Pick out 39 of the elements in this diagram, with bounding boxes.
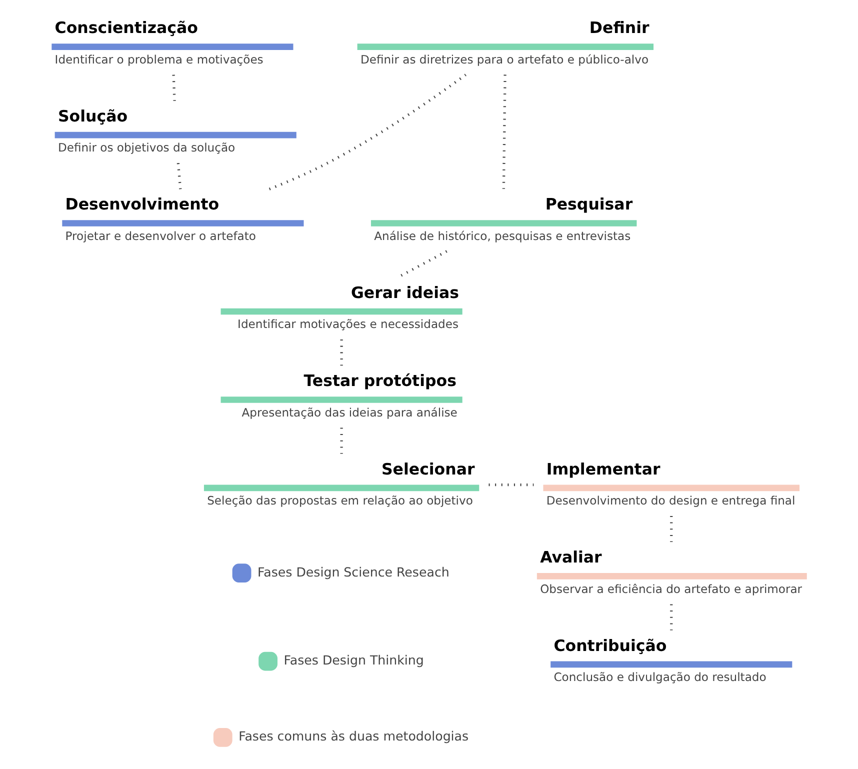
node-label: Solução — [58, 106, 128, 126]
node-box — [543, 484, 800, 492]
node-box — [220, 308, 462, 315]
node-box — [204, 484, 480, 492]
node-label: Definir as diretrizes para o artefato e público-alvo — [360, 52, 649, 66]
node-label: Testar protótipos — [304, 371, 456, 390]
node-label: Gerar ideias — [351, 282, 460, 302]
node-label: Análise de histórico, pesquisas e entrevistas — [374, 228, 631, 243]
legend-label: Fases Design Thinking — [284, 652, 424, 668]
node-label: Selecionar — [381, 459, 475, 478]
node-label: Conclusão e divulgação do resultado — [554, 670, 766, 684]
node-box — [62, 220, 304, 226]
node-label: Definir os objetivos da solução — [58, 140, 236, 155]
node-box — [54, 132, 296, 138]
node-label: Identificar motivações e necessidades — [238, 317, 458, 332]
node-label: Identificar o problema e motivações — [54, 52, 264, 66]
node-label: Conscientização — [54, 18, 198, 38]
node-label: Pesquisar — [545, 194, 633, 214]
node-box — [536, 573, 807, 580]
connector — [502, 74, 506, 189]
node-box — [220, 396, 462, 403]
node-label: Definir — [589, 18, 650, 38]
node-label: Observar a eficiência do artefato e aprimorar — [540, 582, 802, 596]
node-label: Desenvolvimento — [65, 194, 220, 214]
node-box — [550, 661, 792, 668]
connector — [176, 162, 182, 190]
legend-label: Fases comuns às duas metodologias — [238, 728, 469, 744]
connector — [268, 74, 466, 190]
node-label: Projetar e desenvolver o artefato — [65, 228, 256, 243]
node-box — [370, 220, 637, 226]
legend-label: Fases Design Science Reseach — [258, 564, 450, 580]
node-box — [52, 44, 294, 50]
node-label: Implementar — [546, 459, 660, 478]
node-label: Apresentação das ideias para análise — [242, 405, 458, 420]
node-label: Desenvolvimento do design e entrega final — [546, 494, 796, 508]
node-label: Avaliar — [540, 548, 602, 567]
node-label: Seleção das propostas em relação ao objetivo — [207, 494, 473, 508]
node-label: Contribuição — [554, 636, 667, 655]
node-box — [357, 44, 654, 50]
